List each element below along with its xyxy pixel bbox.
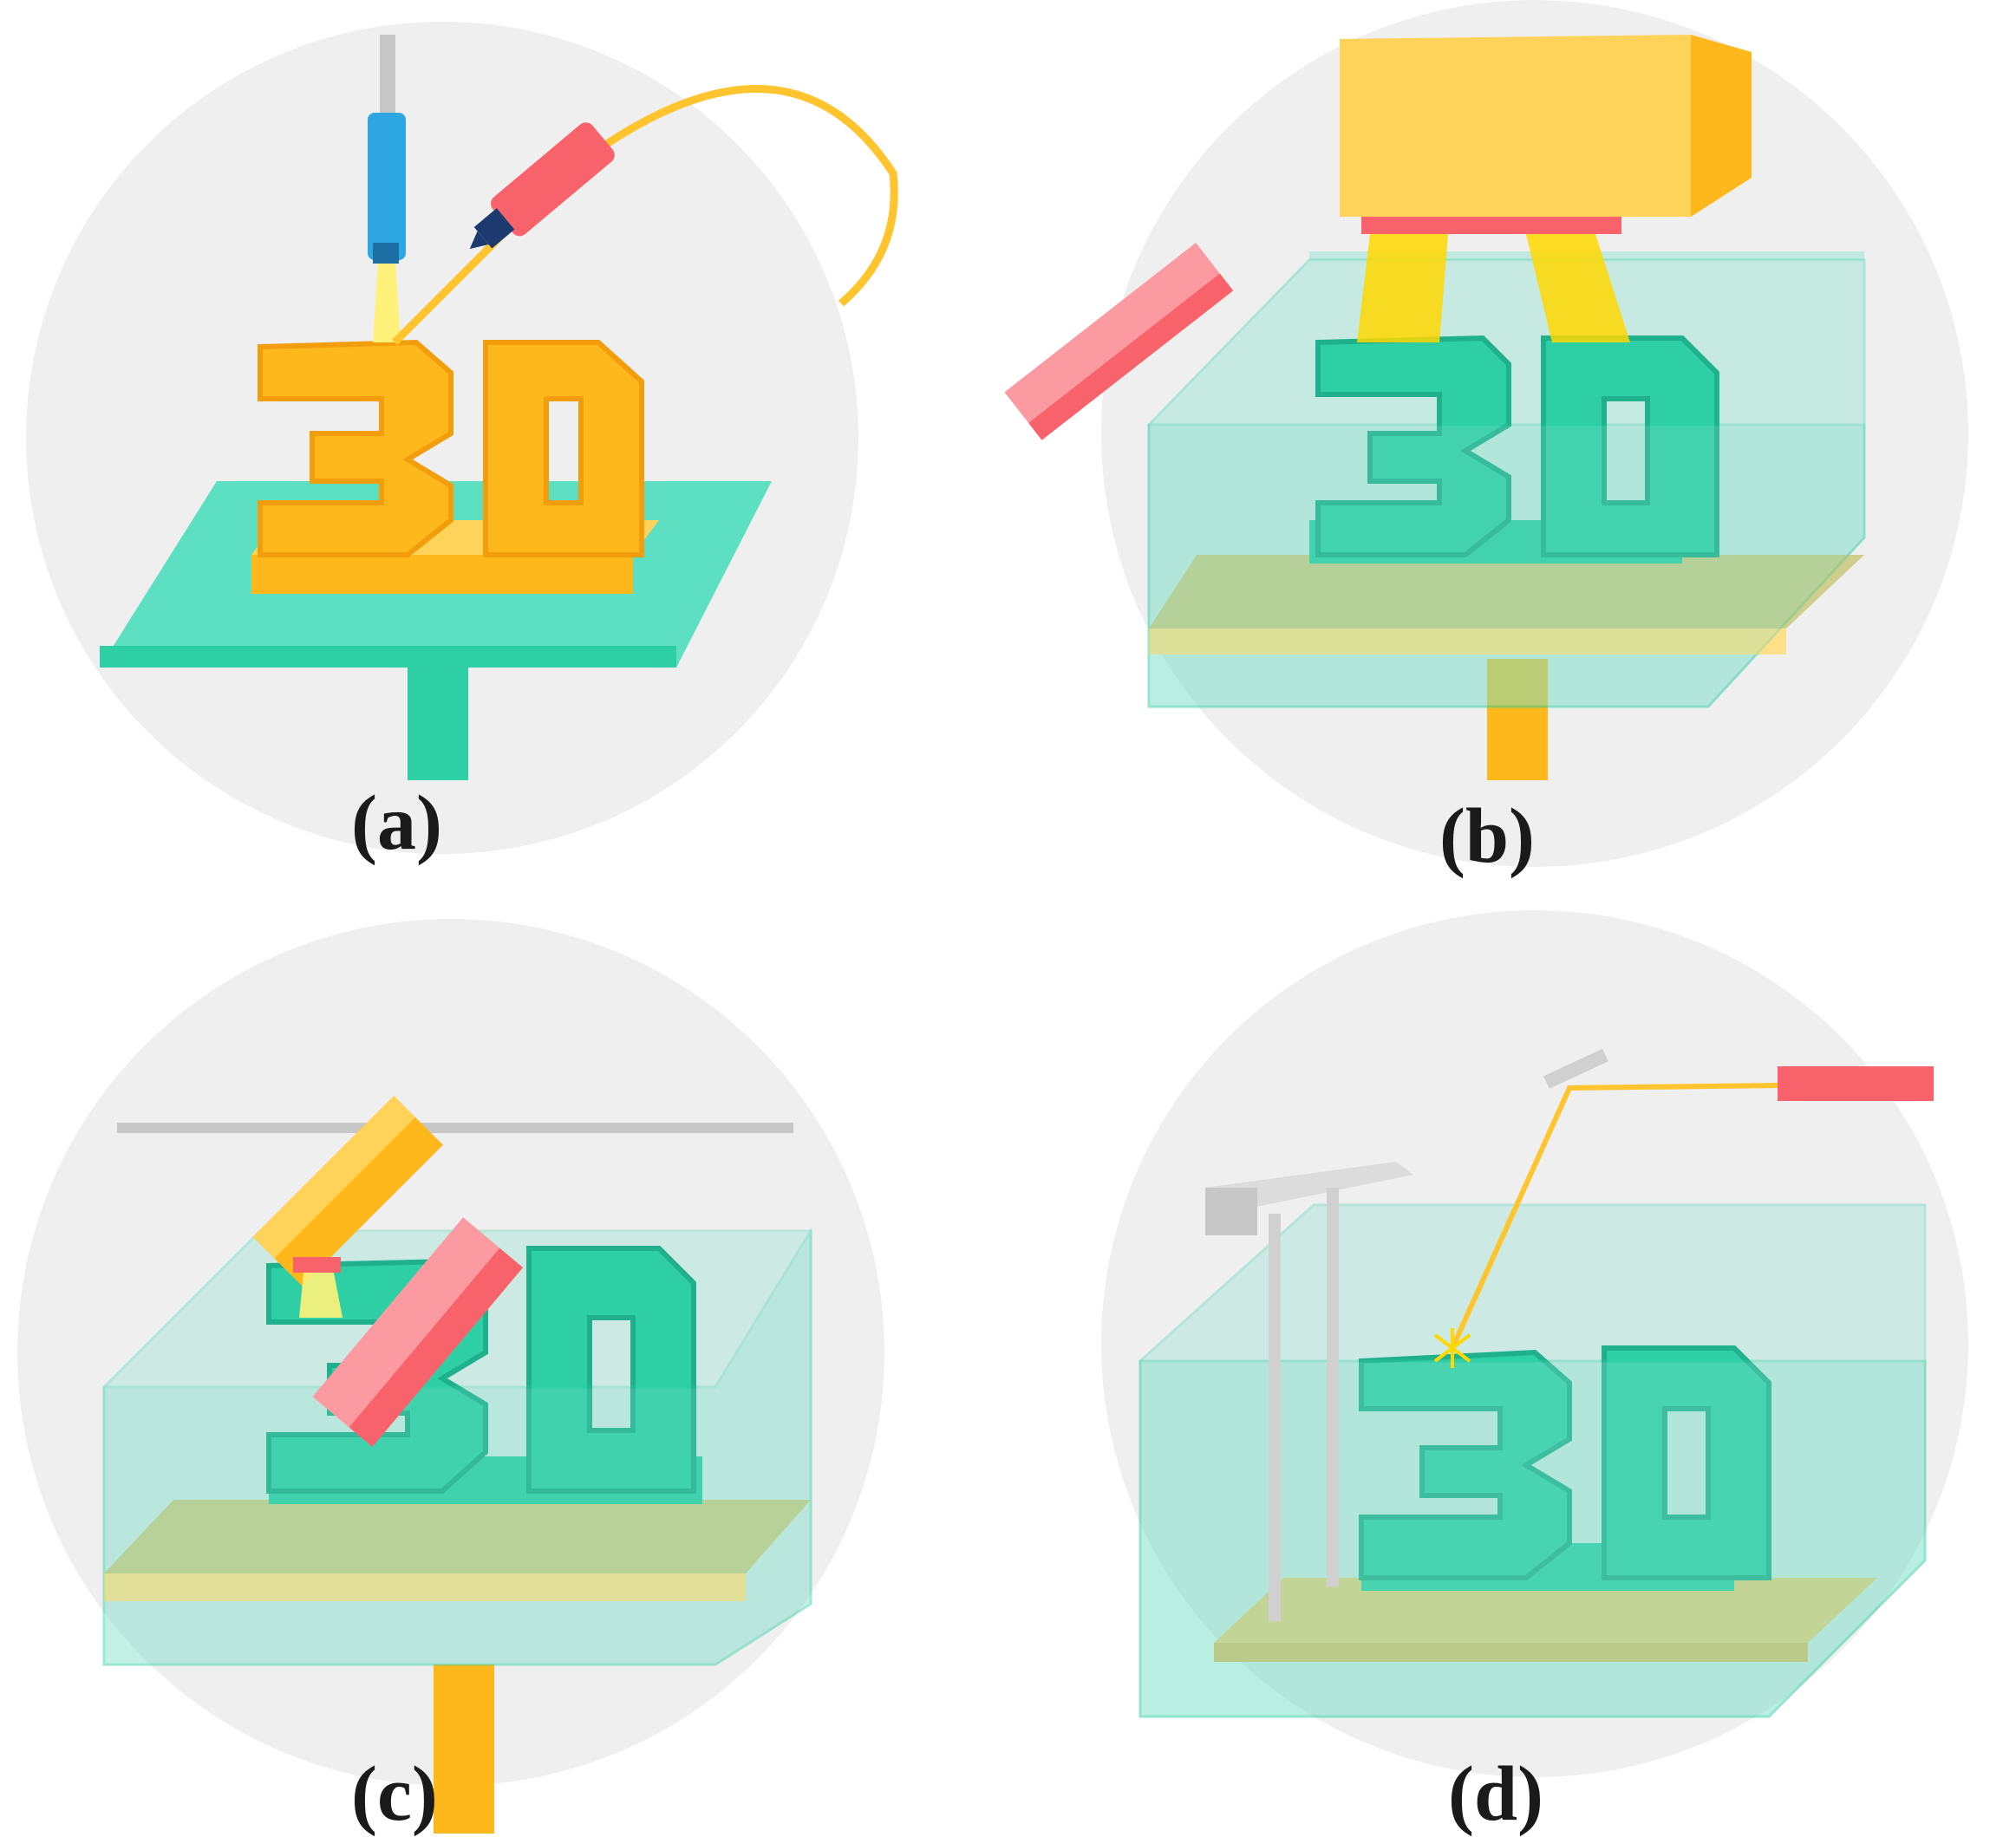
panel-b-caption: (b) xyxy=(1439,793,1535,879)
projector-side xyxy=(1691,35,1752,217)
liquid-surface xyxy=(1138,1359,1927,1718)
projector-lens xyxy=(1361,217,1621,234)
powder-spreader xyxy=(312,1217,524,1447)
panel-b-illustration xyxy=(1004,0,1968,867)
laser-spark xyxy=(1433,1328,1471,1368)
panel-c-caption: (c) xyxy=(351,1751,438,1837)
laser-source xyxy=(1778,1066,1934,1101)
panel-d-illustration xyxy=(1101,910,1968,1777)
object-digit-3 xyxy=(1359,1349,1572,1580)
feed-rod xyxy=(380,35,395,117)
panel-c: (c) xyxy=(0,919,954,1837)
nozzle-body xyxy=(368,113,406,260)
laser-beam xyxy=(1450,1083,1778,1350)
panel-a-illustration xyxy=(26,22,898,854)
panel-a-caption: (a) xyxy=(351,780,442,866)
light-beam-right xyxy=(1526,234,1630,342)
scanning-mirror xyxy=(1543,1048,1608,1089)
panel-b: (b) xyxy=(997,0,2016,876)
build-plate-pole xyxy=(1487,659,1548,780)
print-head-nozzle xyxy=(293,1257,341,1273)
resin-tank-front xyxy=(1147,423,1866,708)
object-digit-3 xyxy=(1315,335,1511,557)
build-platform-edge xyxy=(100,646,676,668)
projector-body xyxy=(1340,35,1691,217)
print-head xyxy=(252,1096,443,1287)
build-plate-top xyxy=(1149,555,1864,629)
build-platform-pole xyxy=(408,659,468,780)
panel-d: (d) xyxy=(997,910,2016,1837)
build-platform-top xyxy=(1214,1578,1877,1643)
build-plate-edge xyxy=(104,1573,746,1601)
binder-jet xyxy=(299,1273,343,1318)
object-letter-d xyxy=(526,1246,696,1494)
elevator-rod-right xyxy=(1327,1188,1339,1586)
light-beam-left xyxy=(1357,234,1448,342)
nozzle-tip xyxy=(373,243,399,264)
extrusion-beam xyxy=(373,260,401,342)
recoater-blade xyxy=(1004,243,1234,440)
object-letter-d xyxy=(483,340,644,557)
panel-c-illustration xyxy=(17,919,884,1834)
build-platform-edge xyxy=(1214,1643,1808,1662)
filament-wire xyxy=(391,84,898,346)
build-plate-edge xyxy=(1149,629,1786,655)
object-letter-d xyxy=(1602,1345,1771,1580)
build-plate-pole xyxy=(434,1664,494,1834)
object-letter-d xyxy=(1541,335,1719,557)
pink-pen xyxy=(469,122,615,250)
elevator-rod-left xyxy=(1269,1214,1281,1621)
gantry-rail xyxy=(117,1123,793,1133)
panel-d-caption: (d) xyxy=(1448,1751,1543,1837)
object-digit-3 xyxy=(258,339,453,557)
object-base xyxy=(251,555,633,594)
build-plate-top xyxy=(104,1500,811,1573)
elevator-arm-bracket xyxy=(1205,1188,1257,1235)
panel-a: (a) xyxy=(0,0,954,867)
powder-bed-front xyxy=(102,1226,812,1666)
